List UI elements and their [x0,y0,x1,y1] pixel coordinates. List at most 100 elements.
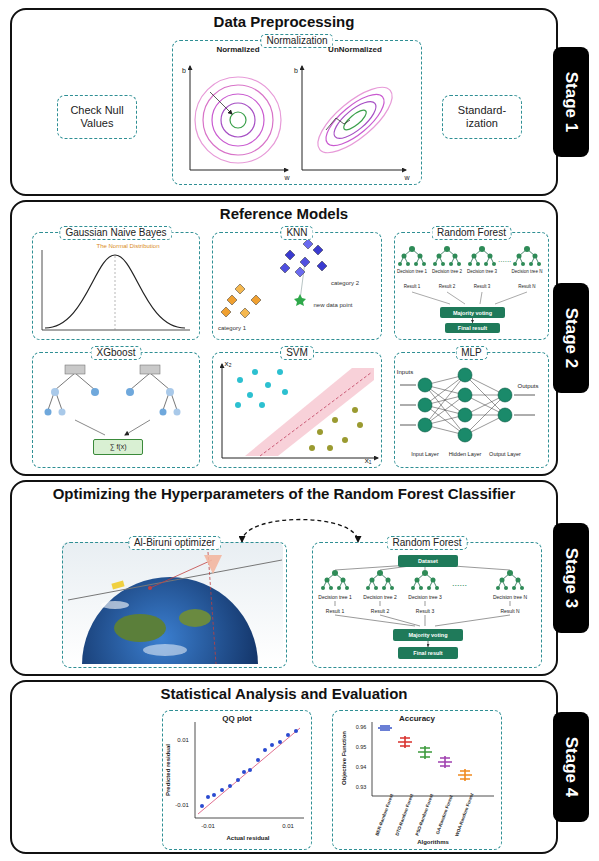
node-text: MLP [455,346,488,360]
step-box: Majority voting [393,629,463,641]
plot-label: Output Layer [489,452,521,458]
plot-label: Algorithms [417,839,449,845]
step-box: Final result [398,647,458,659]
normal-distribution [42,250,190,330]
mlp-network [400,368,535,442]
plot-label: w [284,174,289,181]
plot-label: Actual residual [226,835,269,841]
svg-text:......: ...... [498,255,511,264]
xgboost-trees [45,365,181,435]
plot-label: 0.94 [356,765,367,771]
plot-label: The Normal Distribution [96,243,159,249]
node-text: Stage 3 [561,548,581,608]
plot-label: GA-Random Forest [436,795,454,835]
node-text: Stage 1 [561,72,581,132]
model-box: MLP [394,352,549,468]
plot-label: Objective Function [341,731,347,785]
plot-label: Result 2 [439,285,456,290]
plot-label: Result 3 [416,609,434,614]
plot-label: b [294,67,298,74]
plot-label: UnNormalized [328,46,382,54]
plot-label: x₂ [224,360,231,368]
plot-label: Input Layer [411,452,439,458]
plot-label: Decision tree 1 [318,595,351,600]
plot-label: category 2 [331,280,359,286]
model-box: SVM [212,352,382,468]
node-text: Al-Biruni optimizer [128,536,221,550]
svg-text:......: ...... [452,578,467,588]
node-text: Final result [413,650,442,656]
process-box: Check Null Values [57,95,137,139]
plot-label: -0.01 [175,802,189,808]
node-text: ∑ f(x) [109,443,126,451]
node-text: Dataset [418,558,438,564]
node-text: Standard- ization [449,104,515,130]
node-text: Accuracy [333,714,501,723]
optimization-arrow [242,520,358,543]
plot-label: x₁ [365,457,372,465]
node-text: Majority voting [453,310,492,316]
plot-label: 0.95 [356,745,367,751]
node-text: Final result [458,325,487,331]
normalized-plot [190,66,288,170]
svm-plot [222,364,378,458]
stage-tab: Stage 4 [553,712,589,822]
node-text: Optimizing the Hyperparameters of the Ra… [12,485,556,503]
node-text: XGboost [91,346,142,360]
accuracy-plot [372,722,494,796]
stage-tab: Stage 2 [553,283,589,393]
node-text: Random Forest [431,226,512,240]
plot-label: Decision tree 2 [432,270,462,275]
plot-label: DTO-Random Forest [395,794,414,837]
knn-plot [221,239,327,318]
plot-box: QQ plot [162,710,312,850]
plot-label: PSO-Random Forest [415,794,434,837]
plot-label: Decision tree 3 [467,270,497,275]
node-text: SVM [280,346,314,360]
stage-tab: Stage 3 [553,523,589,633]
step-box: Dataset [398,555,458,567]
node-text: QQ plot [163,714,311,723]
node-text: Stage 4 [561,737,581,797]
node-text: Majority voting [408,632,447,638]
plot-label: Result 2 [371,609,389,614]
node-text: Data Preprocessing [12,13,556,31]
node-text: Normalization [260,34,333,48]
plot-label: Hidden Layer [449,452,482,458]
plot-label: w [404,174,409,181]
plot-label: Result N [500,609,519,614]
model-box: KNN [212,232,382,340]
stage-panel: Data PreprocessingCheck Null Values Norma… [10,8,558,196]
node-text: KNN [280,226,313,240]
qq-plot [195,722,304,818]
model-box: Normalization [172,40,422,185]
stage-tab: Stage 1 [553,47,589,157]
plot-label: Result N [518,285,535,290]
plot-label: Decision tree 3 [408,595,441,600]
model-box: Al-Biruni optimizer [62,542,287,668]
plot-label: new data point [313,302,352,308]
stage-panel: Reference ModelsGaussian Naive Bayes KNN R… [10,200,558,476]
plot-label: 0.01 [282,823,294,829]
plot-label: 0.96 [356,725,367,731]
node-text: Gaussian Naive Bayes [59,226,172,240]
plot-label: -0.01 [201,823,215,829]
node-text: Reference Models [12,205,556,223]
plot-label: Outputs [517,383,538,389]
plot-label: Decision tree N [512,270,543,275]
plot-label: Decision tree N [493,595,527,600]
process-box: Standard- ization [442,95,522,139]
plot-label: Normalized [216,46,259,54]
plot-label: BER-Random Forest [375,794,394,837]
model-box: Random ForestDatasetMajority votingFinal… [312,542,542,668]
plot-label: 0.01 [177,737,189,743]
node-text: Check Null Values [64,104,130,130]
plot-label: WOA-Random Forest [455,793,475,837]
stage-panel: Optimizing the Hyperparameters of the Ra… [10,480,558,676]
plot-label: Decision tree 2 [363,595,396,600]
sum-box: ∑ f(x) [93,439,143,455]
plot-label: b [182,67,186,74]
model-box: XGboost∑ f(x) [32,352,200,468]
